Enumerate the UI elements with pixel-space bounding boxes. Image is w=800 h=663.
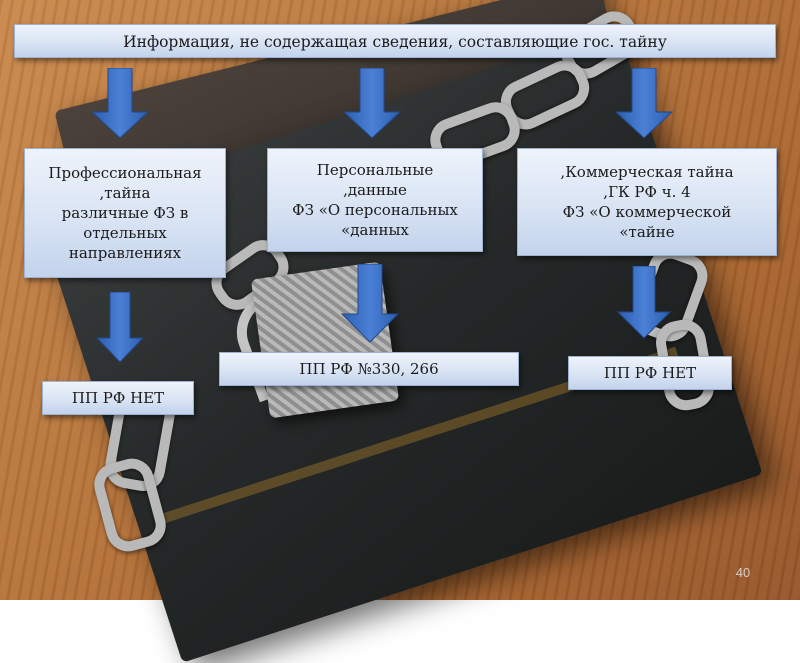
category-line: ,данные xyxy=(343,181,407,199)
category-line: ,ГК РФ ч. 4 xyxy=(603,183,691,201)
category-box-personal: Персональные ,данные ФЗ «О персональных … xyxy=(267,148,483,252)
category-line: различные ФЗ в xyxy=(61,204,189,222)
title-text: Информация, не содержащая сведения, сост… xyxy=(123,33,667,51)
category-line: Персональные xyxy=(316,161,434,179)
slide-number: 40 xyxy=(735,565,751,580)
category-line: направлениях xyxy=(68,244,182,262)
down-arrow-icon xyxy=(614,68,674,139)
category-line: ФЗ «О коммерческой xyxy=(562,203,732,221)
regulation-box-commercial: ПП РФ НЕТ xyxy=(568,356,732,390)
regulation-box-professional: ПП РФ НЕТ xyxy=(42,381,194,415)
regulation-text: ПП РФ №330, 266 xyxy=(299,360,439,378)
regulation-text: ПП РФ НЕТ xyxy=(71,389,165,407)
down-arrow-icon xyxy=(616,266,672,339)
category-line: Профессиональная xyxy=(48,164,202,182)
category-line: «данных xyxy=(341,221,409,239)
down-arrow-icon xyxy=(342,68,402,139)
category-box-commercial: ,Коммерческая тайна ,ГК РФ ч. 4 ФЗ «О ко… xyxy=(517,148,777,256)
category-box-professional: Профессиональная ,тайна различные ФЗ в о… xyxy=(24,148,226,278)
down-arrow-icon xyxy=(96,292,144,363)
down-arrow-icon xyxy=(90,68,150,139)
down-arrow-icon xyxy=(340,264,400,343)
category-line: ,тайна xyxy=(99,184,151,202)
title-box: Информация, не содержащая сведения, сост… xyxy=(14,24,776,58)
regulation-box-personal: ПП РФ №330, 266 xyxy=(219,352,519,386)
regulation-text: ПП РФ НЕТ xyxy=(603,364,697,382)
category-line: ,Коммерческая тайна xyxy=(560,163,734,181)
category-line: «тайне xyxy=(619,223,675,241)
category-line: отдельных xyxy=(83,224,167,242)
category-line: ФЗ «О персональных xyxy=(292,201,458,219)
